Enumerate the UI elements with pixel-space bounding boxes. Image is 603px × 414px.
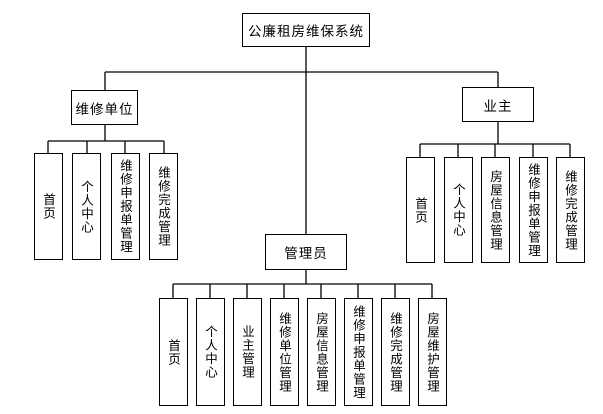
maintenance-leaf: 维修申报单管理 [111, 153, 140, 260]
branch-owner: 业主 [462, 87, 534, 122]
owner-leaf: 个人中心 [444, 157, 473, 263]
branch-maintenance-unit: 维修单位 [71, 90, 138, 125]
admin-leaf: 维修完成管理 [381, 298, 410, 406]
admin-leaf: 业主管理 [233, 298, 262, 406]
owner-leaf: 维修完成管理 [556, 157, 585, 263]
owner-leaf: 房屋信息管理 [481, 157, 510, 263]
admin-leaf: 维修单位管理 [270, 298, 299, 406]
maintenance-leaf: 个人中心 [72, 153, 101, 260]
root-node: 公廉租房维保系统 [242, 13, 370, 47]
maintenance-leaf: 首页 [34, 153, 63, 260]
admin-leaf: 房屋维护管理 [418, 298, 447, 406]
admin-leaf: 房屋信息管理 [307, 298, 336, 406]
admin-leaf: 首页 [159, 298, 188, 406]
branch-admin: 管理员 [265, 234, 347, 270]
owner-leaf: 维修申报单管理 [519, 157, 548, 263]
maintenance-leaf: 维修完成管理 [149, 153, 178, 260]
admin-leaf: 维修申报单管理 [344, 298, 373, 406]
admin-leaf: 个人中心 [196, 298, 225, 406]
owner-leaf: 首页 [406, 157, 435, 263]
